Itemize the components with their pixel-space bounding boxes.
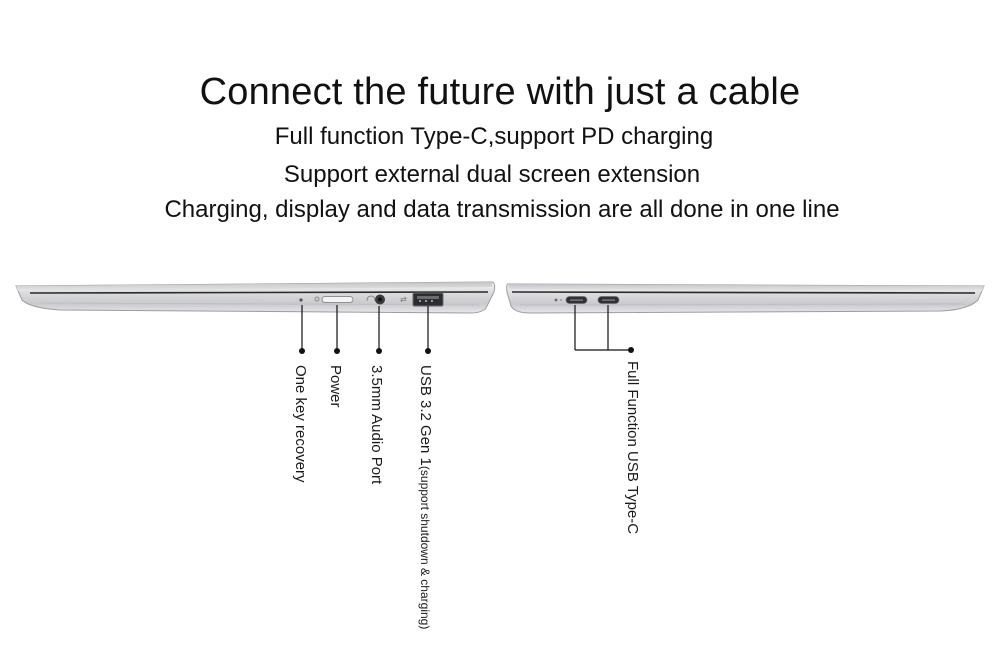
- label-power: Power: [327, 365, 344, 408]
- callouts-right: [574, 305, 634, 353]
- usb-a-port: [412, 292, 444, 307]
- headphone-icon: [366, 295, 376, 302]
- label-usb-type-c: Full Function USB Type-C: [624, 361, 641, 535]
- label-audio-port: 3.5mm Audio Port: [368, 365, 385, 485]
- label-usb-a-note: (support shutdown & charging): [418, 465, 432, 630]
- usb-icon: ⇄: [400, 295, 407, 304]
- headline: Connect the future with just a cable: [199, 71, 801, 113]
- recovery-hole-icon: [299, 298, 303, 302]
- feature-line-1: Full function Type-C,support PD charging: [274, 123, 714, 150]
- power-slot: [321, 296, 354, 303]
- charge-led-icon: [554, 298, 558, 302]
- label-usb-a: USB 3.2 Gen 1(support shutdown & chargin…: [417, 365, 434, 630]
- callouts-left: [299, 305, 431, 354]
- label-usb-a-main: USB 3.2 Gen 1: [417, 365, 434, 466]
- laptop-left-side: ⇄: [15, 281, 496, 314]
- feature-line-2: Support external dual screen extension: [283, 161, 701, 188]
- feature-line-3: Charging, display and data transmission …: [164, 196, 840, 223]
- label-one-key-recovery: One key recovery: [292, 365, 309, 483]
- power-icon: [314, 296, 320, 302]
- laptop-right-side: [506, 283, 985, 314]
